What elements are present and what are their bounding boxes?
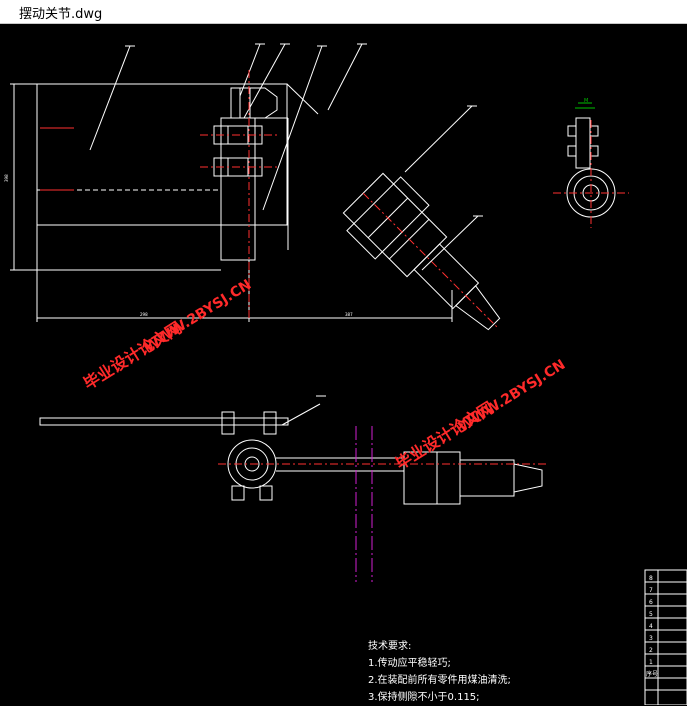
dim-left-height: 398: [4, 174, 9, 182]
title-block-row: 8: [649, 575, 653, 582]
title-block-row: 5: [649, 611, 653, 618]
top-view-label: M: [584, 98, 588, 104]
dim-bottom-right: 387: [345, 312, 353, 317]
dim-bottom-left: 298: [140, 312, 148, 317]
title-block-row: 7: [649, 587, 653, 594]
title-block-rows: 8 7 6 5 4 3 2 1 序号: [646, 575, 658, 678]
title-block-row: 4: [649, 623, 653, 630]
title-block-seq-label: 序号: [646, 670, 658, 678]
watermark-url-2: WWW.2BYSJ.CN: [456, 357, 569, 436]
title-block-row: 6: [649, 599, 653, 606]
swing-arm: [342, 172, 501, 331]
cad-drawing: 398 298 387 M: [4, 43, 687, 705]
title-block-row: 1: [649, 659, 653, 666]
top-knob: [230, 87, 278, 119]
front-view-red-marks: [40, 70, 278, 320]
notes-item: 1.传动应平稳轻巧;: [368, 658, 451, 669]
title-block-row: 3: [649, 635, 653, 642]
drawing-canvas[interactable]: 398 298 387 M: [0, 24, 687, 705]
window-title: 摆动关节.dwg: [19, 7, 103, 22]
title-bar: 摆动关节.dwg: [0, 0, 687, 24]
top-view-marker: M: [575, 98, 595, 109]
title-block-row: 2: [649, 647, 653, 654]
front-view: [10, 43, 501, 331]
upper-bearing: [213, 125, 263, 145]
watermark-url-1: WWW.2BYSJ.CN: [142, 277, 255, 356]
notes-heading: 技术要求:: [368, 641, 412, 652]
notes-item: 2.在装配前所有零件用煤油清洗;: [368, 675, 511, 686]
notes-item: 3.保持侧隙不小于0.115;: [368, 692, 480, 703]
lower-bearing: [213, 157, 263, 177]
joint-housing: [220, 117, 256, 261]
technical-requirements: 技术要求: 1.传动应平稳轻巧; 2.在装配前所有零件用煤油清洗; 3.保持侧隙…: [368, 638, 511, 706]
title-block: [644, 569, 687, 705]
